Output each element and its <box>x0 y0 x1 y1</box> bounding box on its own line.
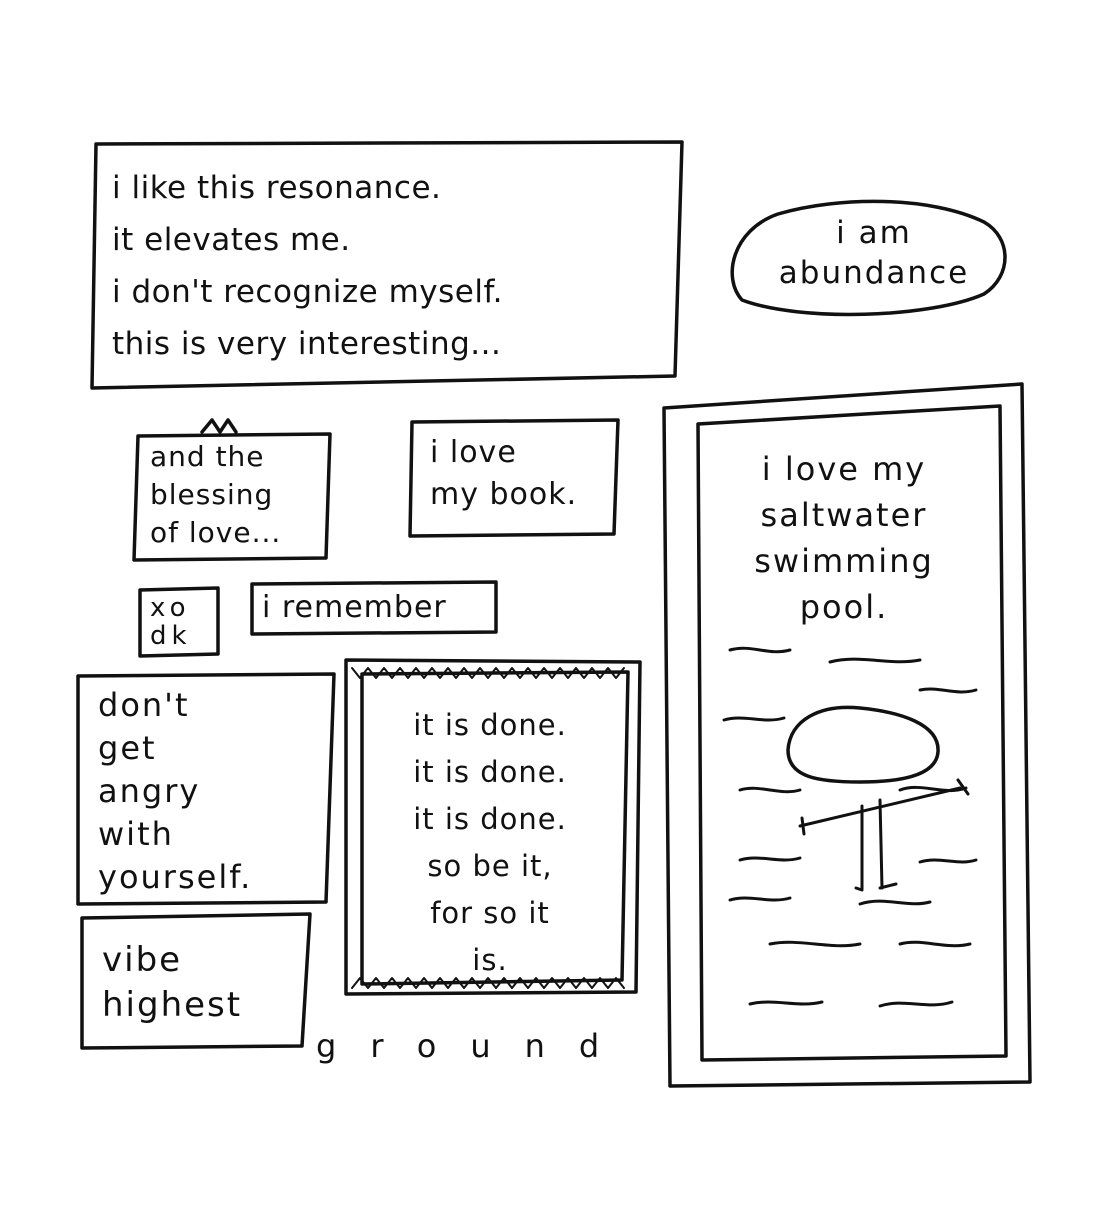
done-line: it is done. <box>413 755 567 789</box>
book-note: i love my book. <box>430 432 577 516</box>
pool-line: swimming <box>754 542 934 580</box>
blessing-line: blessing <box>150 478 274 511</box>
angry-frame <box>76 672 336 906</box>
remember-frame <box>250 580 498 636</box>
angry-note: don't get angry with yourself. <box>98 684 252 899</box>
angry-line: get <box>98 729 157 767</box>
done-frame-outer <box>344 658 642 996</box>
angry-line: with <box>98 815 174 853</box>
vibe-frame <box>80 912 312 1050</box>
xo-line: dk <box>150 621 192 651</box>
done-zigzag <box>351 667 625 989</box>
resonance-frame <box>90 140 684 390</box>
blessing-line: of love... <box>150 516 282 549</box>
done-line: it is done. <box>413 708 567 742</box>
abundance-note: i am abundance <box>740 213 1008 293</box>
pool-frame-outer <box>662 382 1032 1088</box>
angry-line: yourself. <box>98 858 253 896</box>
done-line: is. <box>472 943 508 977</box>
resonance-note: i like this resonance. it elevates me. i… <box>112 162 503 370</box>
book-frame <box>408 418 620 538</box>
swimmer-body <box>798 778 970 892</box>
xo-signature: xo dk <box>150 594 192 650</box>
vibe-note: vibe highest <box>102 938 242 1028</box>
done-line: it is done. <box>413 802 567 836</box>
resonance-line: it elevates me. <box>112 222 351 258</box>
book-line: my book. <box>430 477 578 512</box>
resonance-line: i like this resonance. <box>112 170 442 206</box>
resonance-line: this is very interesting... <box>112 326 502 362</box>
angry-line: don't <box>98 686 190 724</box>
book-line: i love <box>430 435 517 470</box>
done-line: for so it <box>430 896 550 930</box>
blessing-note: and the blessing of love... <box>150 438 281 552</box>
done-note: it is done. it is done. it is done. so b… <box>372 702 608 984</box>
vibe-line: vibe <box>102 940 183 980</box>
pool-water <box>722 646 978 1008</box>
abundance-line: abundance <box>778 255 970 291</box>
resonance-line: i don't recognize myself. <box>112 274 503 310</box>
vibe-line: highest <box>102 985 243 1025</box>
remember-note: i remember <box>262 590 447 625</box>
swimmer-head <box>786 705 940 784</box>
pool-line: pool. <box>799 588 889 626</box>
pool-frame-inner <box>696 404 1008 1062</box>
done-line: so be it, <box>427 849 553 883</box>
abundance-sun-body <box>730 199 1007 317</box>
pool-line: saltwater <box>760 496 928 534</box>
xo-frame <box>138 586 220 658</box>
abundance-line: i am <box>836 215 912 251</box>
pool-note: i love my saltwater swimming pool. <box>712 446 976 630</box>
blessing-line: and the <box>150 440 265 473</box>
pool-line: i love my <box>761 450 927 488</box>
angry-line: angry <box>98 772 201 810</box>
blessing-frame <box>132 432 332 562</box>
ground-word: ground <box>316 1027 634 1065</box>
blessing-crown <box>200 418 238 434</box>
xo-line: xo <box>150 593 191 623</box>
